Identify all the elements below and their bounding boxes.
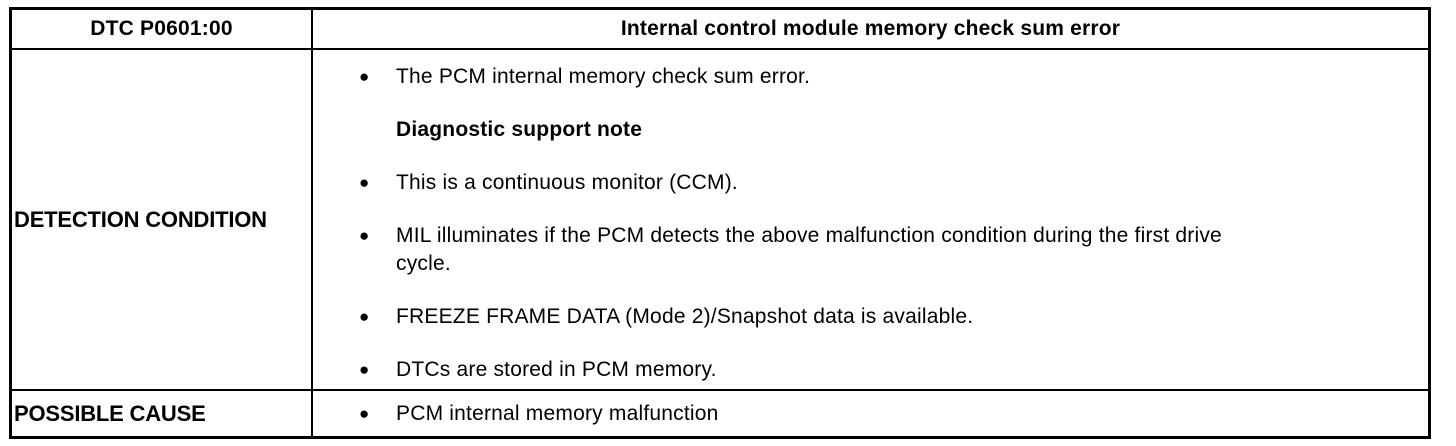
list-item-text: PCM internal memory malfunction	[396, 401, 719, 425]
detection-condition-label: DETECTION CONDITION	[14, 206, 267, 232]
list-item-text: This is a continuous monitor (CCM).	[396, 171, 738, 194]
list-item-text: FREEZE FRAME DATA (Mode 2)/Snapshot data…	[396, 305, 974, 328]
list-item: ● DTCs are stored in PCM memory.	[359, 356, 1418, 384]
list-item-text: DTCs are stored in PCM memory.	[396, 358, 717, 381]
bullet-icon: ●	[359, 307, 370, 326]
dtc-code: DTC P0601:00	[90, 17, 233, 40]
possible-cause-label-cell: POSSIBLE CAUSE	[12, 391, 313, 436]
list-item: ● The PCM internal memory check sum erro…	[359, 63, 1418, 91]
list-item: ● This is a continuous monitor (CCM).	[359, 169, 1418, 197]
bullet-icon: ●	[359, 67, 370, 86]
list-item: ● FREEZE FRAME DATA (Mode 2)/Snapshot da…	[359, 303, 1418, 331]
list-item-text: MIL illuminates if the PCM detects the a…	[396, 224, 1222, 275]
dtc-description: Internal control module memory check sum…	[620, 17, 1121, 40]
list-item-text: The PCM internal memory check sum error.	[396, 65, 811, 88]
detection-condition-list: ● The PCM internal memory check sum erro…	[359, 63, 1418, 384]
dtc-description-cell: Internal control module memory check sum…	[313, 10, 1428, 50]
list-item: ● PCM internal memory malfunction	[359, 400, 1418, 428]
possible-cause-label: POSSIBLE CAUSE	[14, 400, 206, 426]
bullet-icon: ●	[359, 173, 370, 192]
list-item: ● MIL illuminates if the PCM detects the…	[359, 222, 1418, 278]
bullet-icon: ●	[359, 403, 370, 423]
possible-cause-content-cell: ● PCM internal memory malfunction	[313, 391, 1428, 436]
list-item: Diagnostic support note	[359, 116, 1418, 144]
dtc-table: DTC P0601:00 Internal control module mem…	[9, 7, 1431, 439]
bullet-icon: ●	[359, 226, 370, 245]
list-item-text: Diagnostic support note	[396, 118, 643, 141]
bullet-icon: ●	[359, 360, 370, 379]
dtc-code-cell: DTC P0601:00	[12, 10, 313, 50]
detection-condition-label-cell: DETECTION CONDITION	[12, 50, 313, 391]
possible-cause-list: ● PCM internal memory malfunction	[359, 400, 1418, 428]
detection-condition-content-cell: ● The PCM internal memory check sum erro…	[313, 50, 1428, 391]
